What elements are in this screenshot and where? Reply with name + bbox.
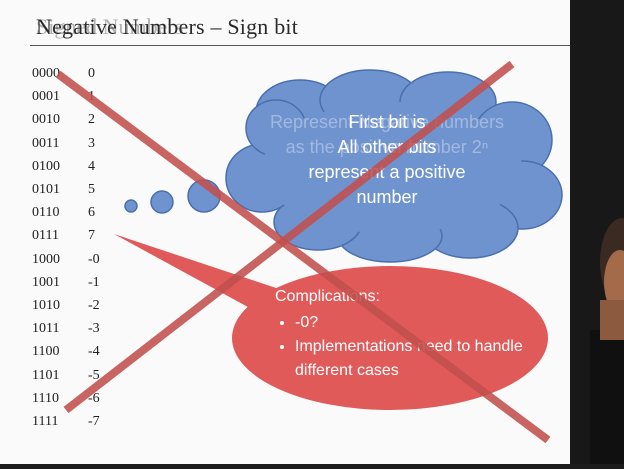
decimal-value: 4 xyxy=(88,158,95,174)
table-row: 0011 3 xyxy=(32,136,112,156)
bit-pattern: 0111 xyxy=(32,228,59,244)
cloud-line: represent a positive xyxy=(308,162,466,182)
table-row: 1000 -0 xyxy=(32,252,112,272)
decimal-value: 6 xyxy=(88,205,95,221)
bit-pattern: 1101 xyxy=(32,367,60,383)
slide-shapes xyxy=(114,69,563,410)
table-row: 1010 -2 xyxy=(32,298,112,318)
decimal-value: 2 xyxy=(88,112,95,128)
slide: Signed Numbers Negative Numbers – Sign b… xyxy=(0,0,570,464)
title-divider xyxy=(30,45,570,46)
bit-pattern: 1011 xyxy=(32,321,60,337)
table-row: 0100 4 xyxy=(32,159,112,179)
callout-bullets: -0? Implementations need to handle diffe… xyxy=(275,311,525,383)
bit-pattern: 0100 xyxy=(32,158,60,174)
callout-bullet: -0? xyxy=(295,311,525,335)
thought-cloud xyxy=(225,69,563,263)
speech-callout xyxy=(114,234,548,410)
thought-bubble-medium xyxy=(150,190,174,214)
bit-pattern: 1001 xyxy=(32,274,60,290)
table-row: 1101 -5 xyxy=(32,368,112,388)
decimal-value: 3 xyxy=(88,135,95,151)
table-row: 0110 6 xyxy=(32,205,112,225)
cloud-line: number xyxy=(356,187,418,207)
bit-pattern: 1010 xyxy=(32,298,60,313)
decimal-value: 5 xyxy=(88,182,95,197)
cross-line-2 xyxy=(63,60,515,414)
cross-out-overlay xyxy=(55,60,551,444)
bit-pattern: 1110 xyxy=(32,390,59,406)
bit-pattern: 0001 xyxy=(32,89,60,105)
cloud-line: First bit is xyxy=(348,112,426,132)
decimal-value: -1 xyxy=(88,274,100,290)
decimal-value: -6 xyxy=(88,390,100,406)
decimal-value: 0 xyxy=(88,66,95,81)
table-row: 0010 2 xyxy=(32,112,112,132)
bit-pattern: 1111 xyxy=(32,414,59,429)
table-row: 1111 -7 xyxy=(32,414,112,434)
decimal-value: -7 xyxy=(88,414,100,429)
table-row: 1100 -4 xyxy=(32,344,112,364)
callout-text: Complications: -0? Implementations need … xyxy=(275,285,525,383)
bit-pattern: 1000 xyxy=(32,251,60,267)
slide-title: Negative Numbers – Sign bit xyxy=(36,14,299,39)
cross-line-1 xyxy=(55,70,551,444)
bit-pattern: 0011 xyxy=(32,135,60,151)
decimal-value: -4 xyxy=(88,344,100,360)
bit-pattern: 0000 xyxy=(32,66,60,81)
bit-pattern: 0010 xyxy=(32,112,60,128)
slide-title-ghost: Signed Numbers xyxy=(36,14,184,39)
decimal-value: -0 xyxy=(88,251,100,267)
decimal-value: -2 xyxy=(88,298,100,313)
bit-pattern: 0101 xyxy=(32,182,60,197)
thought-bubble-small xyxy=(124,199,138,213)
decimal-value: -3 xyxy=(88,321,100,337)
table-row: 1110 -6 xyxy=(32,391,112,411)
callout-bullet: Implementations need to handle different… xyxy=(295,335,525,383)
table-row: 1001 -1 xyxy=(32,275,112,295)
table-row: 0111 7 xyxy=(32,228,112,248)
presenter-silhouette xyxy=(590,218,624,464)
table-row: 1011 -3 xyxy=(32,321,112,341)
table-row: 0101 5 xyxy=(32,182,112,202)
bit-pattern: 0110 xyxy=(32,205,60,221)
bit-pattern: 1100 xyxy=(32,344,60,360)
decimal-value: 7 xyxy=(88,228,95,244)
decimal-value: -5 xyxy=(88,367,100,383)
presenter-video xyxy=(570,0,624,464)
